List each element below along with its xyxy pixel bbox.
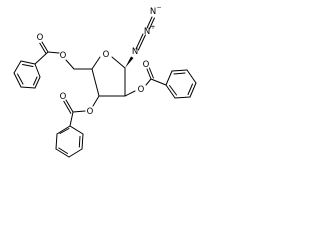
phenyl-ring-c2 bbox=[165, 69, 197, 99]
carbonyl-oxygen-c5-label: O bbox=[37, 33, 44, 43]
benzoyl-group-c5 bbox=[13, 41, 93, 89]
bond-co-double-a bbox=[41, 41, 49, 53]
bond-c5-o bbox=[65, 59, 75, 70]
azide-n1-label: N bbox=[132, 47, 138, 57]
ring-bond-o-c4 bbox=[91, 56, 101, 70]
carbonyl-oxygen-c2-label: O bbox=[143, 60, 150, 70]
azide-n3-label: N bbox=[150, 7, 156, 17]
bond-co-double-a bbox=[65, 99, 74, 113]
bond-co-double-a bbox=[146, 68, 152, 80]
bond-co-double-b bbox=[39, 42, 47, 54]
phenyl-ring-c3 bbox=[55, 125, 84, 158]
furanose-ring bbox=[91, 56, 126, 97]
phenyl-ring-c5 bbox=[13, 60, 41, 89]
bond-o-carbonyl-c bbox=[47, 51, 60, 54]
carbonyl-oxygen-c3-label: O bbox=[60, 92, 67, 102]
azide-n2-charge: + bbox=[150, 24, 155, 31]
bond-n1-n2-a bbox=[135, 33, 144, 50]
bond-carbonyl-ipso bbox=[69, 111, 74, 127]
ester-oxygen-c3-label: O bbox=[87, 107, 94, 117]
bond-co-double-b bbox=[63, 100, 72, 114]
ester-oxygen-c2-label: O bbox=[138, 85, 145, 95]
benzoyl-group-c2 bbox=[124, 67, 197, 99]
bond-n2-n3-a bbox=[146, 16, 153, 29]
ring-bond-o-c1 bbox=[111, 56, 126, 69]
azide-n2-label: N bbox=[144, 27, 150, 37]
bond-n2-n3-b bbox=[148, 17, 155, 30]
ring-bond-c4-c3 bbox=[91, 68, 100, 97]
bond-c2-o bbox=[124, 90, 136, 97]
bond-n1-n2-b bbox=[137, 34, 146, 51]
bond-o-carbonyl-c bbox=[72, 110, 86, 113]
benzoyl-group-c3 bbox=[55, 95, 100, 158]
bond-o-carbonyl-c bbox=[145, 78, 152, 86]
wedge-c1-n bbox=[125, 56, 134, 68]
azide-group bbox=[125, 16, 155, 68]
azido-ribose-tribenzoate-structure: O O O O O O O N N + N − bbox=[13, 4, 197, 158]
atom-labels: O O O O O O O N N + N − bbox=[37, 4, 162, 117]
ester-oxygen-c5-label: O bbox=[60, 51, 67, 61]
bond-carbonyl-ipso bbox=[150, 78, 167, 86]
bond-c3-o bbox=[92, 95, 100, 107]
azide-n3-charge: − bbox=[156, 4, 161, 11]
ring-oxygen-label: O bbox=[103, 50, 110, 60]
bond-co-double-b bbox=[148, 67, 154, 79]
bond-carbonyl-ipso bbox=[34, 51, 49, 65]
